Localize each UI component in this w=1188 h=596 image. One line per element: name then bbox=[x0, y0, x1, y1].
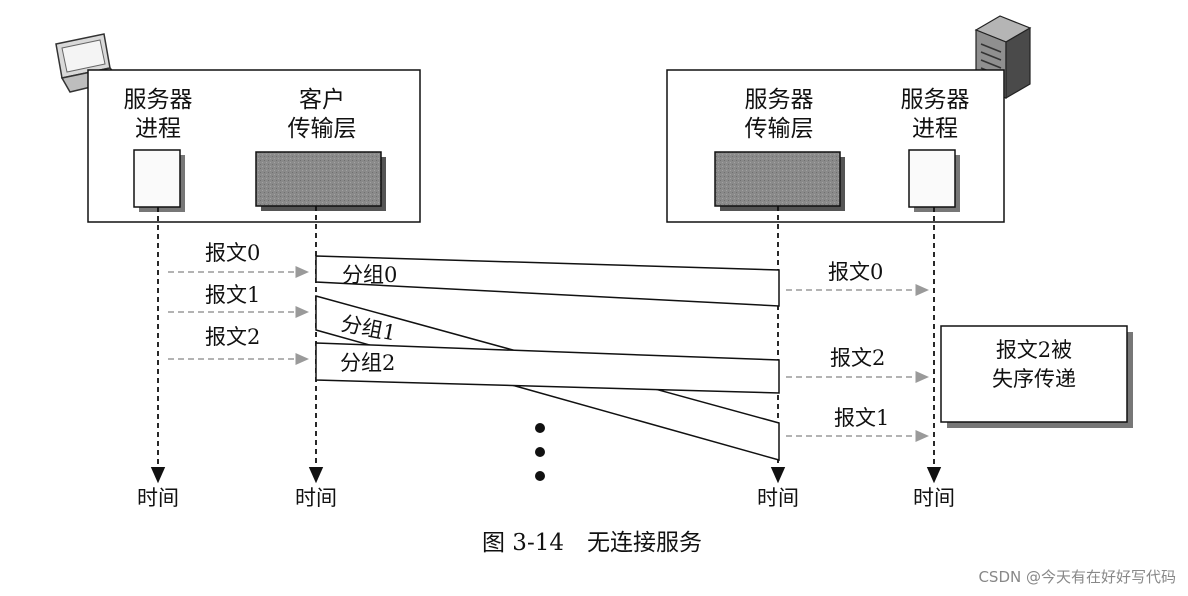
watermark: CSDN @今天有在好好写代码 bbox=[978, 568, 1176, 586]
time-label-left-process: 时间 bbox=[137, 486, 179, 510]
left-transport-block bbox=[255, 151, 386, 211]
sent-message-2-label: 报文2 bbox=[205, 325, 260, 349]
received-message-0-label: 报文0 bbox=[828, 260, 883, 284]
note-line-2: 失序传递 bbox=[992, 367, 1076, 391]
left-transport-label-line2: 传输层 bbox=[288, 116, 357, 142]
ellipsis-dot-1 bbox=[535, 423, 545, 433]
ellipsis-dot-3 bbox=[535, 471, 545, 481]
time-label-right-transport: 时间 bbox=[757, 486, 799, 510]
packet-2-label: 分组2 bbox=[340, 351, 395, 375]
left-process-label-line1: 服务器 bbox=[124, 87, 193, 113]
left-host: 服务器 进程 客户 传输层 bbox=[55, 33, 421, 223]
packet-2-band bbox=[315, 342, 780, 394]
right-process-label-line2: 进程 bbox=[912, 116, 958, 142]
figure-caption: 图 3-14 无连接服务 bbox=[482, 530, 702, 556]
note-line-1: 报文2被 bbox=[996, 338, 1072, 362]
received-message-2-label: 报文1 bbox=[834, 406, 889, 430]
ellipsis-dot-2 bbox=[535, 447, 545, 457]
right-transport-block bbox=[714, 151, 845, 211]
received-message-1-label: 报文2 bbox=[830, 346, 885, 370]
time-label-right-process: 时间 bbox=[913, 486, 955, 510]
left-transport-label-line1: 客户 bbox=[299, 87, 345, 113]
right-transport-label-line1: 服务器 bbox=[745, 87, 814, 113]
sent-message-1-label: 报文1 bbox=[205, 283, 260, 307]
time-label-left-transport: 时间 bbox=[295, 486, 337, 510]
left-process-block bbox=[133, 149, 185, 212]
right-host: 服务器 传输层 服务器 进程 bbox=[666, 15, 1032, 223]
sent-message-0-label: 报文0 bbox=[205, 241, 260, 265]
right-transport-label-line2: 传输层 bbox=[745, 116, 814, 142]
out-of-order-note: 报文2被 失序传递 bbox=[940, 325, 1133, 428]
left-process-label-line2: 进程 bbox=[135, 116, 181, 142]
right-process-block bbox=[908, 149, 960, 212]
packet-0-label: 分组0 bbox=[342, 263, 397, 287]
right-process-label-line1: 服务器 bbox=[901, 87, 970, 113]
packet-0-band bbox=[315, 255, 780, 307]
